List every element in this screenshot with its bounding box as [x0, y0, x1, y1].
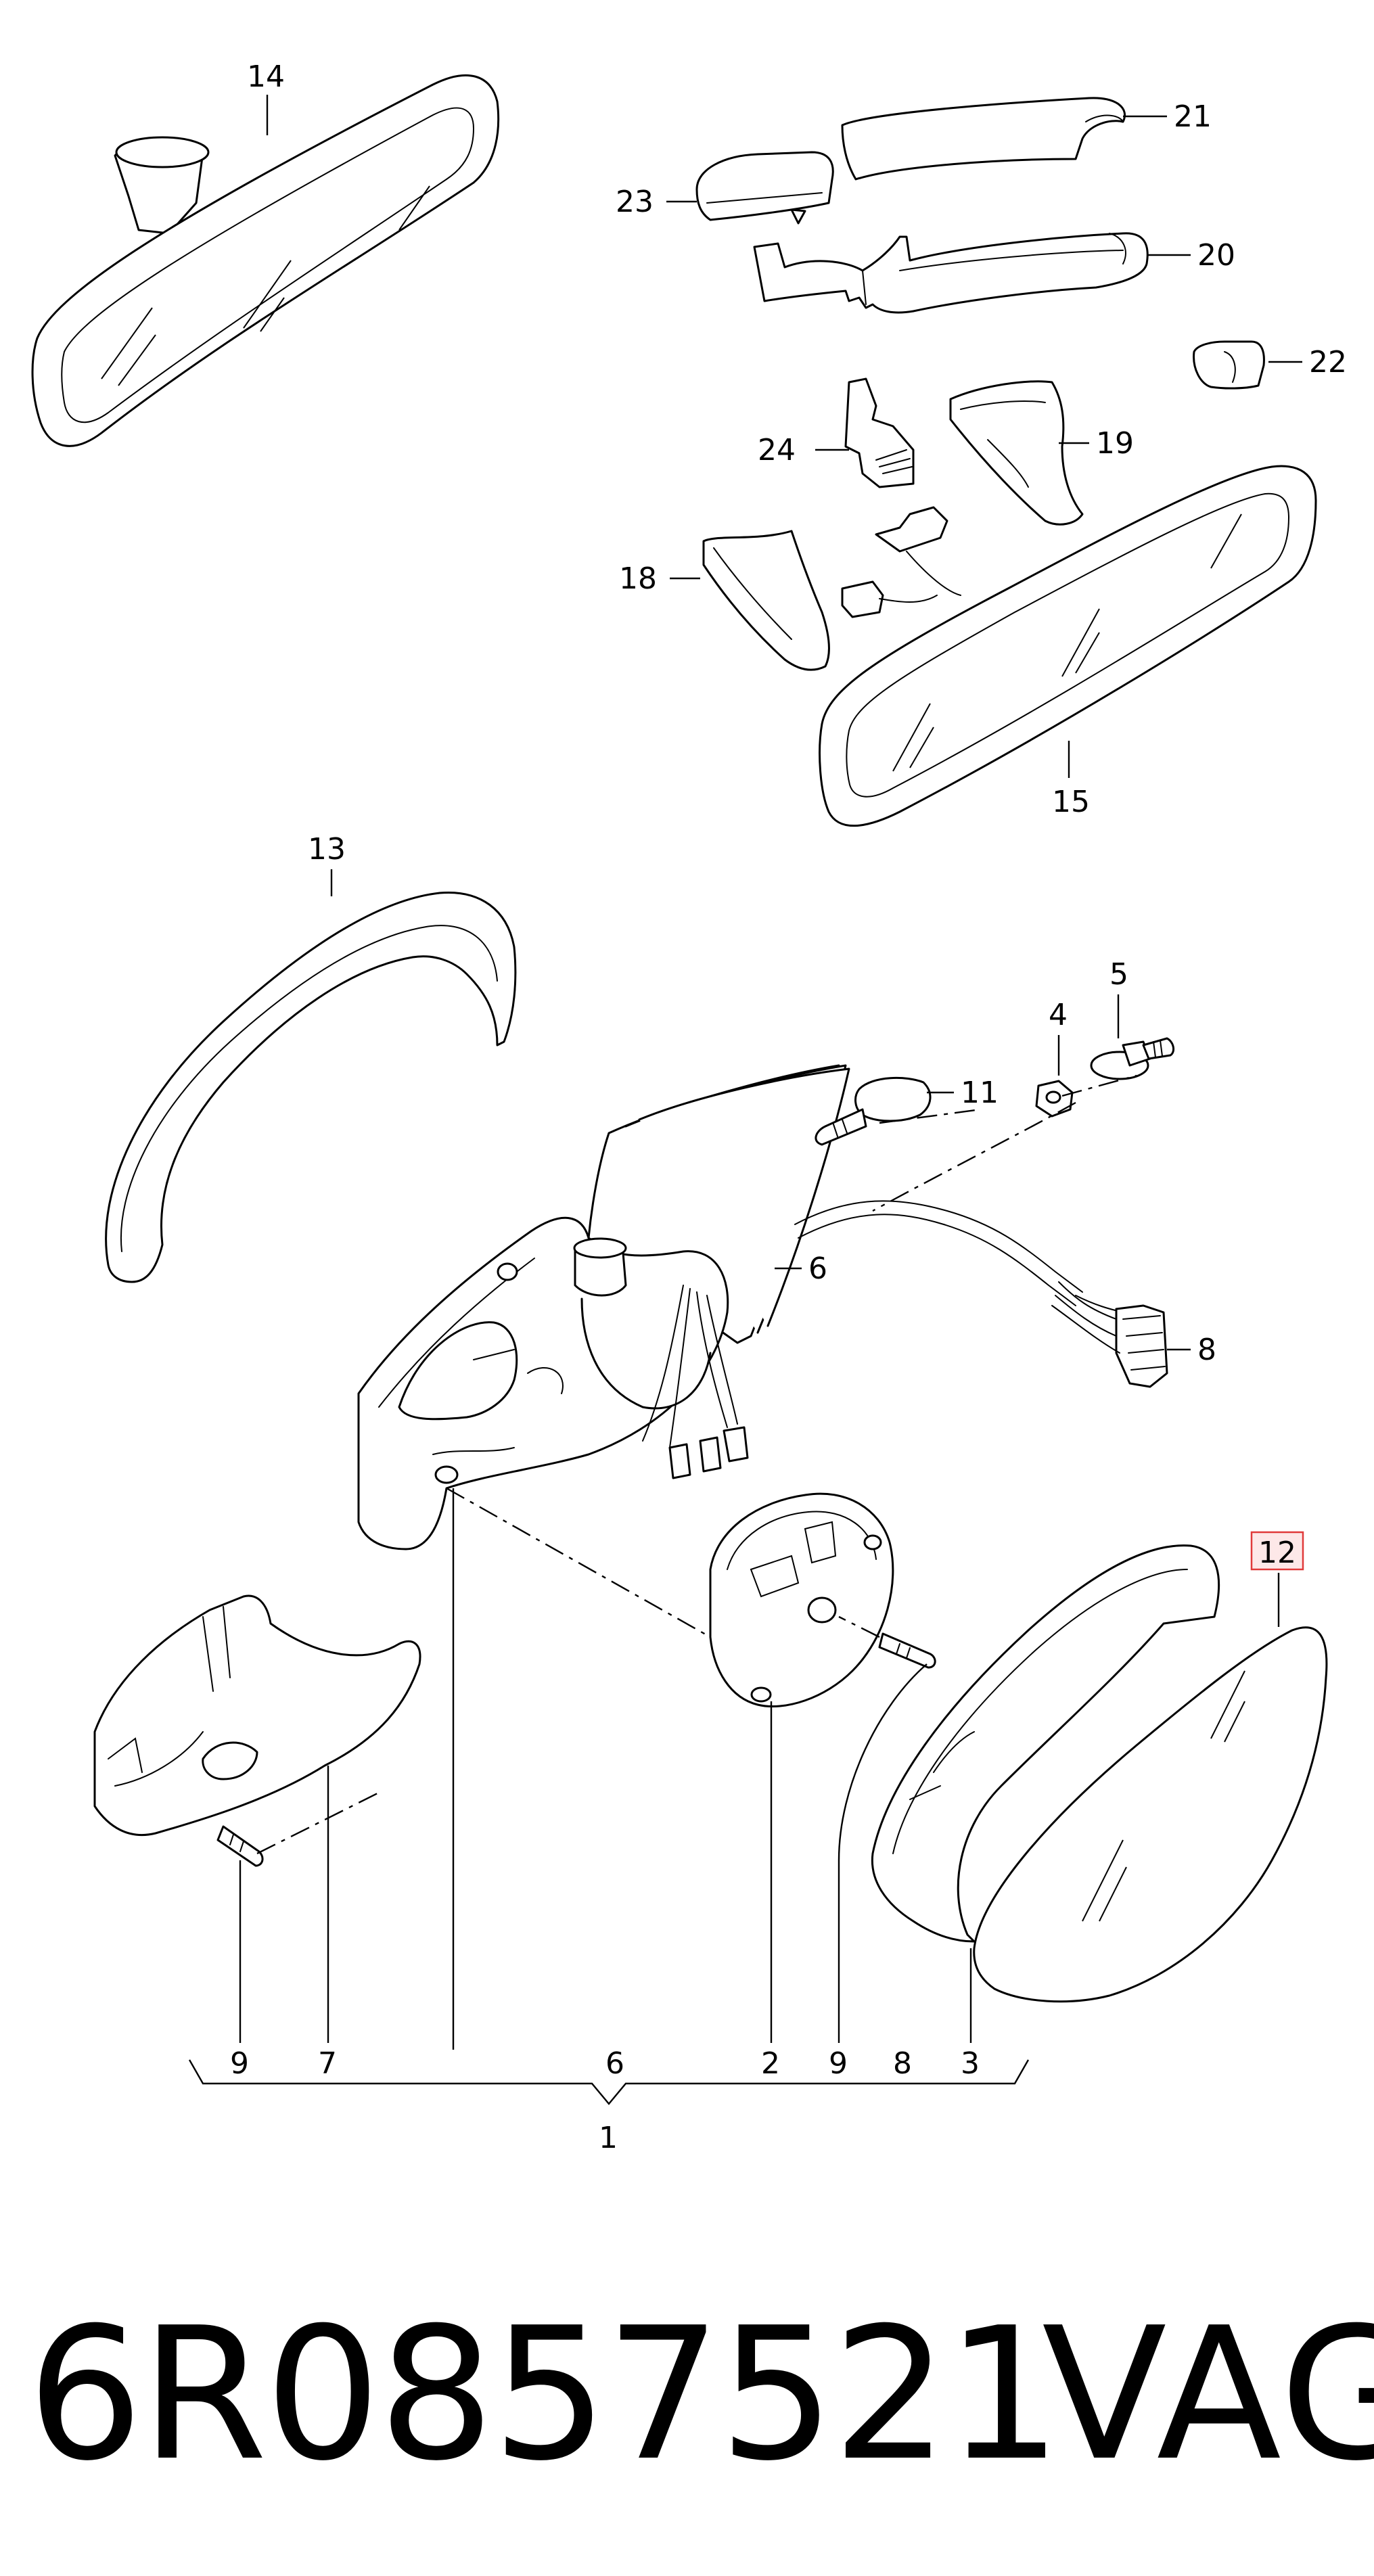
- wiring-harness-15: [841, 506, 961, 618]
- callout-22: 22: [1309, 345, 1347, 380]
- callout-14: 14: [247, 60, 285, 94]
- callout-6-bottom: 6: [605, 2046, 624, 2081]
- cover-21: [841, 97, 1126, 181]
- callout-3: 3: [961, 2046, 980, 2081]
- bracket-20: [753, 232, 1149, 314]
- callout-12-highlight: [1250, 1531, 1304, 1571]
- screw-11: [815, 1077, 932, 1146]
- callout-9-right: 9: [829, 2046, 848, 2081]
- callout-13: 13: [308, 832, 346, 867]
- callout-24: 24: [758, 433, 796, 467]
- nut-4: [1035, 1080, 1074, 1118]
- mirror-cap-13: [105, 891, 517, 1283]
- callout-7: 7: [318, 2046, 337, 2081]
- part-number: 6R0857521: [27, 2288, 1062, 2501]
- callout-11: 11: [961, 1076, 999, 1110]
- connector-24: [844, 377, 915, 488]
- interior-mirror-15: [819, 465, 1317, 827]
- bolt-5: [1090, 1037, 1175, 1080]
- callout-2: 2: [761, 2046, 780, 2081]
- callout-5: 5: [1109, 957, 1128, 992]
- callout-12: 12: [1258, 1536, 1296, 1570]
- mirror-glass-12: [973, 1626, 1328, 2003]
- callout-19: 19: [1096, 426, 1134, 461]
- cover-18: [702, 530, 830, 671]
- footer: 6R0857521 VAG: [27, 2286, 1374, 2503]
- callout-9-left: 9: [230, 2046, 249, 2081]
- mirror-housing-3: [871, 1544, 1220, 1943]
- cover-19: [949, 380, 1084, 526]
- callout-6-top: 6: [808, 1251, 827, 1286]
- exploded-parts-diagram: 14 21 23 20 22 24 19 18 15 13 4 5 11 6 8…: [31, 60, 1347, 2155]
- interior-mirror-14: [31, 74, 500, 447]
- callout-23: 23: [616, 185, 654, 219]
- screw-9-right: [878, 1632, 936, 1669]
- brand-label: VAG: [1042, 2288, 1374, 2501]
- mirror-base-housing: [357, 1216, 749, 1550]
- callout-8-bottom: 8: [893, 2046, 912, 2081]
- callout-4: 4: [1049, 998, 1068, 1032]
- adjustment-motor-2: [709, 1492, 894, 1708]
- lower-cover-7: [93, 1594, 421, 1867]
- callout-21: 21: [1174, 99, 1212, 134]
- leader-lines: [188, 95, 1302, 2105]
- callout-8-top: 8: [1197, 1333, 1216, 1367]
- assembly-lines: [256, 1074, 1137, 1855]
- callout-18: 18: [619, 561, 657, 596]
- callout-labels: 14 21 23 20 22 24 19 18 15 13 4 5 11 6 8…: [230, 60, 1347, 2155]
- callout-15: 15: [1052, 785, 1090, 819]
- cap-23: [695, 151, 834, 225]
- callout-1: 1: [599, 2121, 618, 2155]
- clip-22: [1193, 340, 1265, 390]
- callout-20: 20: [1197, 238, 1235, 273]
